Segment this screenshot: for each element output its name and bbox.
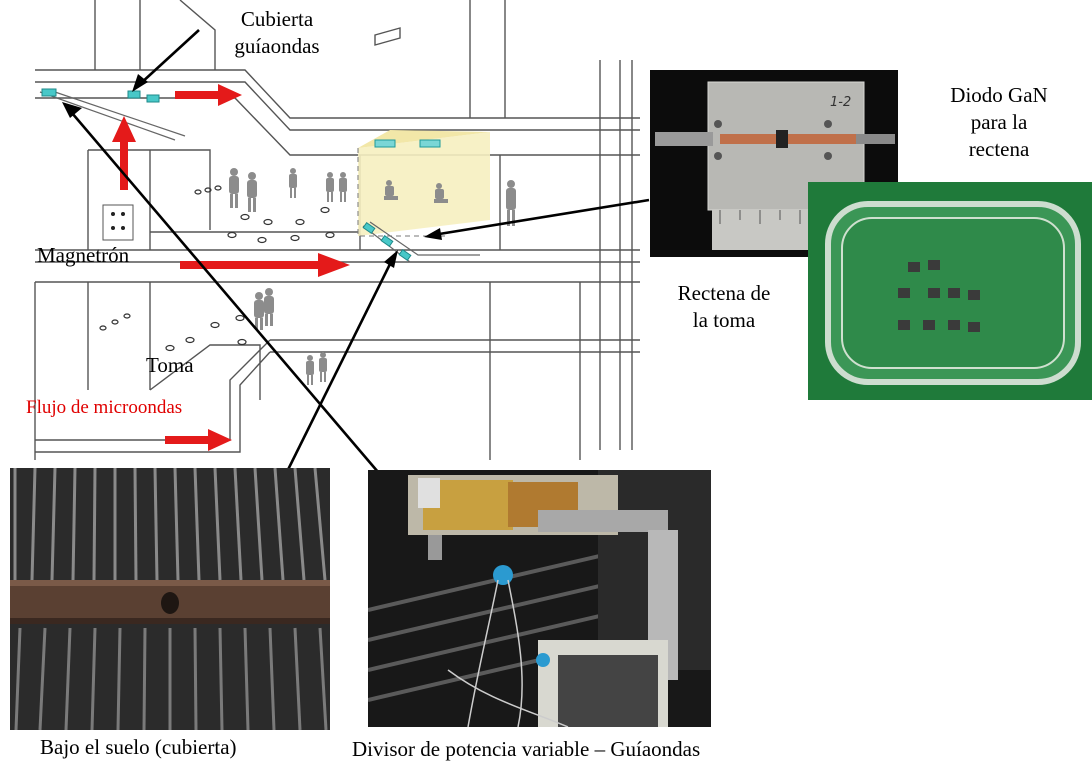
outlet-label: Toma: [146, 353, 194, 377]
leader-arrows: [71, 29, 650, 503]
waveguide-cover-label: Cubierta guíaondas: [218, 6, 336, 60]
outlet-rectenna-line-1: Rectena de: [677, 281, 771, 305]
gan-diode-label: Diodo GaN para la rectena: [934, 82, 1064, 163]
waveguide-cover-line-2: guíaondas: [234, 34, 320, 58]
power-divider-label: Divisor de potencia variable – Guíaondas: [352, 737, 701, 761]
waveguide-cover-line-1: Cubierta: [240, 7, 314, 31]
under-floor-photo: [10, 468, 330, 730]
gan-diode-line-1: Diodo GaN: [950, 83, 1048, 107]
gan-diode-photo: [808, 182, 1092, 400]
magnetron-label: Magnetrón: [37, 243, 130, 267]
outlet-rectenna-line-2: la toma: [692, 308, 756, 332]
outlet-rectenna-label: Rectena de la toma: [654, 280, 794, 334]
gan-diode-line-2: para la: [970, 110, 1028, 134]
waveguide-middle: [362, 221, 480, 263]
gan-diode-line-3: rectena: [968, 137, 1030, 161]
svg-text:1-2: 1-2: [830, 95, 851, 110]
microwave-flow-label: Flujo de microondas: [26, 397, 183, 418]
microwave-flow-arrows: [112, 84, 350, 451]
under-floor-label: Bajo el suelo (cubierta): [40, 735, 237, 759]
power-divider-photo: [368, 470, 711, 727]
waveguide-top: [39, 88, 186, 141]
